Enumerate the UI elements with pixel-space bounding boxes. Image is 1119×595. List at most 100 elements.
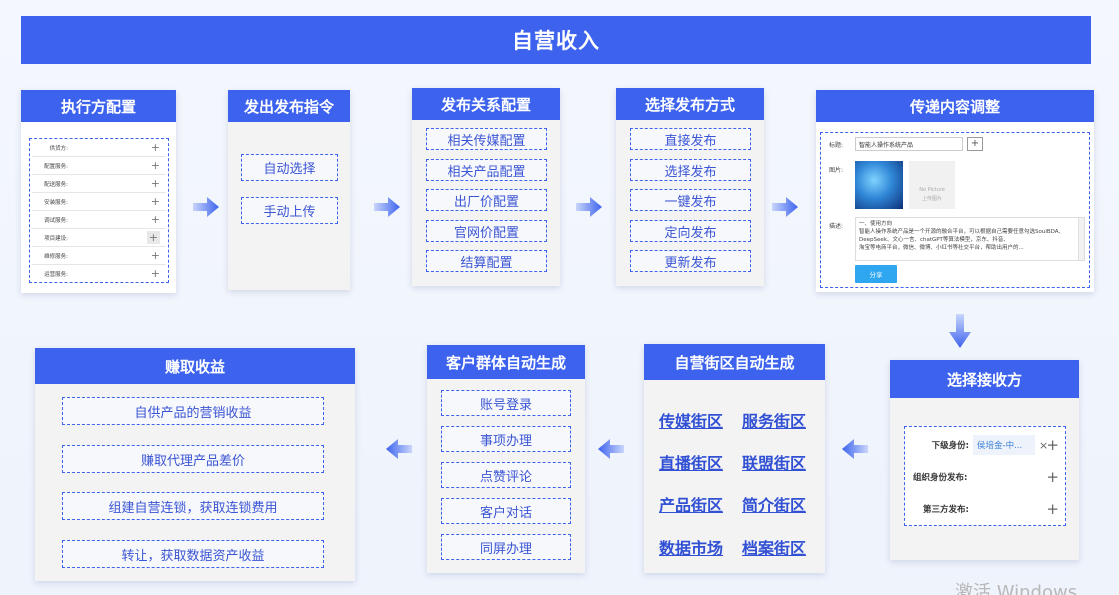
plus-icon[interactable]: + [150,213,160,226]
desc-heading: 一、使用方向 [859,221,893,227]
executor-row-label: 维修服务: [44,253,68,260]
content-desc-label: 描述: [829,223,844,230]
executor-row[interactable]: 安装服务:+ [32,193,166,211]
content-card: 传递内容调整 标题: 智能人操作系统产品 + 图片: No Picture 上传… [816,90,1094,292]
streets-card: 自营街区自动生成 传媒街区 服务街区 直播街区 联盟街区 产品街区 简介街区 数… [644,344,825,573]
arrow-icon [374,197,400,217]
add-title-button[interactable]: + [967,137,983,151]
executor-row[interactable]: 运营服务: + [32,265,166,283]
content-title-input[interactable]: 智能人操作系统产品 [855,137,963,151]
executor-row-label: 配送服务: [44,181,68,188]
content-title-label: 标题: [829,142,844,149]
earnings-card: 赚取收益 自供产品的营销收益 赚取代理产品差价 组建自营连锁，获取连锁费用 转让… [35,348,355,581]
receiver-row[interactable]: 第三方发布: + [907,493,1063,525]
relation-option[interactable]: 相关传媒配置 [426,128,547,150]
plus-icon[interactable]: + [1046,500,1059,518]
earnings-title: 赚取收益 [35,348,355,384]
receiver-row[interactable]: 下级身份: 侯培金-中... × + [907,429,1063,461]
street-link[interactable]: 服务街区 [742,412,807,431]
executor-row[interactable]: 维修服务: + [32,247,166,265]
method-option[interactable]: 直接发布 [630,128,751,150]
upload-image-button[interactable]: No Picture 上传图片 [909,161,955,209]
arrow-icon [193,197,219,217]
executor-form: 供货方: + 配置服务: + 配送服务: + 安装服务:+ 调试服务:+ 项目建设: +… [29,138,169,283]
earnings-option[interactable]: 组建自营连锁，获取连锁费用 [62,492,324,520]
method-option[interactable]: 一键发布 [630,189,751,211]
arrow-icon [949,314,971,348]
method-title: 选择发布方式 [616,88,764,120]
plus-icon[interactable]: + [1046,468,1059,486]
share-button[interactable]: 分享 [855,265,897,283]
desc-text: 智能人操作系统产品是一个开源的融合平台，可以根据自己需要任意勾选SoulBDA、… [859,229,1065,243]
method-option[interactable]: 更新发布 [630,250,751,272]
receiver-form: 下级身份: 侯培金-中... × + 组织身份发布: + 第三方发布: + [904,426,1066,526]
executor-row[interactable]: 调试服务:+ [32,211,166,229]
receiver-row[interactable]: 组织身份发布: + [907,461,1063,493]
plus-icon[interactable]: + [150,177,160,190]
receiver-title: 选择接收方 [890,360,1079,398]
earnings-option[interactable]: 赚取代理产品差价 [62,445,324,473]
receiver-row-label: 组织身份发布: [913,473,968,483]
customer-option[interactable]: 客户对话 [441,498,571,524]
arrow-icon [598,439,624,459]
page-title: 自营收入 [21,16,1091,64]
customer-option[interactable]: 点赞评论 [441,462,571,488]
street-link[interactable]: 简介街区 [742,496,807,515]
executor-row-label: 供货方: [49,145,68,152]
method-option[interactable]: 定向发布 [630,220,751,242]
earnings-option[interactable]: 自供产品的营销收益 [62,397,324,425]
customer-option[interactable]: 账号登录 [441,390,571,416]
executor-row-label: 项目建设: [44,235,68,242]
executor-row[interactable]: 配置服务: + [32,157,166,175]
arrow-icon [842,439,868,459]
publish-cmd-option[interactable]: 手动上传 [241,197,338,224]
plus-icon[interactable]: + [146,231,160,244]
clear-icon[interactable]: × [1039,438,1049,452]
plus-icon[interactable]: + [150,249,160,262]
executor-row[interactable]: 项目建设: + [32,229,166,247]
street-link[interactable]: 产品街区 [659,496,724,515]
relation-title: 发布关系配置 [412,88,560,120]
street-link[interactable]: 联盟街区 [742,454,807,473]
publish-cmd-option[interactable]: 自动选择 [241,154,338,181]
customer-option[interactable]: 事项办理 [441,426,571,452]
publish-cmd-card: 发出发布指令 自动选择 手动上传 [228,90,350,290]
no-picture-text: No Picture [919,187,945,193]
customer-option[interactable]: 同屏办理 [441,534,571,560]
publish-cmd-title: 发出发布指令 [228,90,350,122]
relation-option[interactable]: 结算配置 [426,250,547,272]
arrow-icon [772,197,798,217]
relation-option[interactable]: 官网价配置 [426,220,547,242]
customers-card: 客户群体自动生成 账号登录 事项办理 点赞评论 客户对话 同屏办理 [427,345,585,573]
street-link[interactable]: 传媒街区 [659,412,724,431]
content-title: 传递内容调整 [816,90,1094,122]
relation-option[interactable]: 出厂价配置 [426,189,547,211]
street-link[interactable]: 数据市场 [659,539,724,558]
plus-icon[interactable]: + [150,141,160,154]
executor-row-label: 配置服务: [44,163,68,170]
executor-row[interactable]: 供货方: + [32,139,166,157]
receiver-row-label: 下级身份: [931,441,969,451]
customers-title: 客户群体自动生成 [427,345,585,379]
plus-icon[interactable]: + [150,159,160,172]
executor-row-label: 运营服务: [44,272,68,278]
executor-title: 执行方配置 [21,90,176,122]
executor-row[interactable]: 配送服务: + [32,175,166,193]
relation-option[interactable]: 相关产品配置 [426,159,547,181]
method-card: 选择发布方式 直接发布 选择发布 一键发布 定向发布 更新发布 [616,88,764,286]
receiver-selected-value[interactable]: 侯培金-中... [973,435,1035,455]
street-link[interactable]: 直播街区 [659,454,724,473]
desc-scrollbar[interactable] [1078,218,1084,260]
executor-card: 执行方配置 供货方: + 配置服务: + 配送服务: + 安装服务:+ 调试服务:+ … [21,90,176,293]
upload-image-text: 上传图片 [921,196,942,202]
plus-icon[interactable]: + [1046,436,1059,454]
method-option[interactable]: 选择发布 [630,159,751,181]
street-link[interactable]: 档案街区 [742,539,807,558]
relation-card: 发布关系配置 相关传媒配置 相关产品配置 出厂价配置 官网价配置 结算配置 [412,88,560,286]
content-desc-textarea[interactable]: 一、使用方向 智能人操作系统产品是一个开源的融合平台，可以根据自己需要任意勾选S… [855,217,1085,261]
plus-icon[interactable]: + [150,267,160,280]
earnings-option[interactable]: 转让，获取数据资产收益 [62,540,324,568]
arrow-icon [386,439,412,459]
plus-icon[interactable]: + [150,195,160,208]
content-image-thumb [855,161,903,209]
